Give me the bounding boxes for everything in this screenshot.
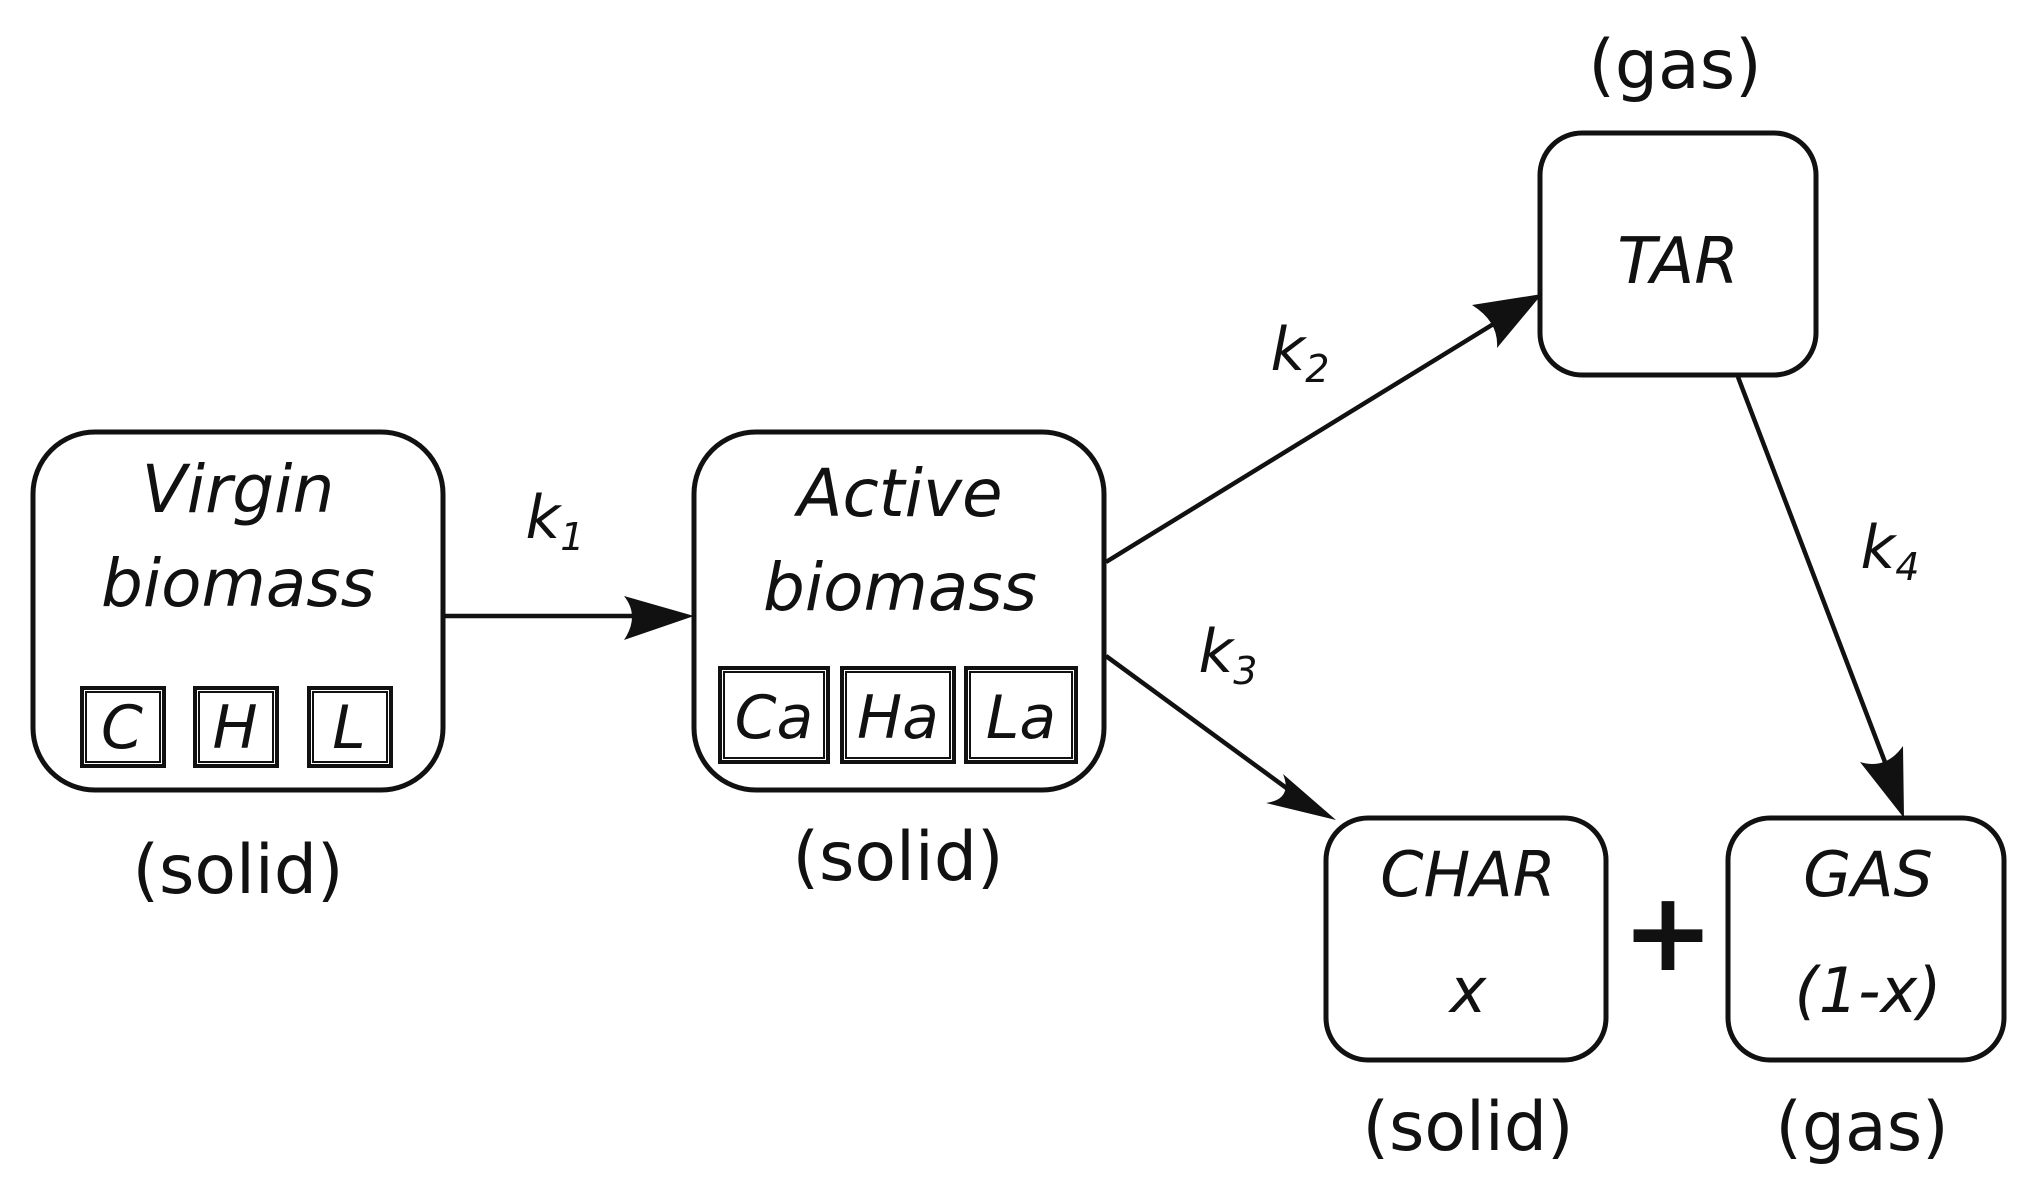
rate-k4-label: k4 [1861, 513, 1920, 589]
component-ca: Ca [735, 683, 814, 753]
arrow-k3: k3 [1104, 617, 1336, 820]
rate-k1-sub: 1 [560, 515, 584, 559]
tar-node: (gas) TAR [1537, 26, 1819, 378]
arrow-k2: k2 [1104, 294, 1542, 564]
component-l: L [332, 693, 365, 763]
active-components: Ca Ha La [718, 666, 1078, 764]
plus-sign: + [1622, 868, 1714, 996]
component-h: H [212, 693, 257, 763]
component-la: La [986, 683, 1056, 753]
tar-phase-label: (gas) [1588, 26, 1761, 105]
char-line2: x [1448, 954, 1488, 1027]
virgin-components: C H L [80, 686, 393, 768]
component-la-box [964, 666, 1078, 764]
component-ha-box [840, 666, 956, 764]
arrow-k1: k1 [443, 483, 694, 640]
active-biomass-line1: Active [793, 455, 1002, 532]
virgin-biomass-line2: biomass [101, 545, 375, 622]
virgin-biomass-line1: Virgin [142, 451, 335, 528]
char-node: CHAR x (solid) [1323, 815, 1609, 1167]
rate-k2-sub: 2 [1305, 347, 1329, 391]
component-l-box [307, 686, 393, 768]
rate-k3-k: k [1199, 617, 1236, 687]
rate-k2-label: k2 [1271, 315, 1330, 391]
tar-box [1537, 130, 1819, 378]
char-phase-label: (solid) [1362, 1088, 1573, 1167]
rate-k3-label: k3 [1199, 617, 1258, 693]
component-ca-box [718, 666, 830, 764]
active-biomass-node: Active biomass Ca Ha La (solid) [691, 429, 1107, 897]
gas-phase-label: (gas) [1775, 1088, 1948, 1167]
active-phase-label: (solid) [792, 818, 1003, 897]
char-line1: CHAR [1380, 838, 1555, 911]
virgin-phase-label: (solid) [132, 831, 343, 910]
gas-box [1725, 815, 2007, 1063]
rate-k1-k: k [526, 483, 563, 553]
component-c: C [101, 693, 143, 763]
gas-node: GAS (1-x) (gas) [1725, 815, 2007, 1167]
gas-line2: (1-x) [1795, 954, 1942, 1027]
tar-label: TAR [1617, 225, 1738, 299]
char-box [1323, 815, 1609, 1063]
rate-k3-sub: 3 [1233, 649, 1257, 693]
rate-k4-sub: 4 [1895, 545, 1919, 589]
rate-k1-label: k1 [526, 483, 585, 559]
virgin-biomass-node: Virgin biomass C H L (solid) [30, 429, 446, 910]
rate-k4-k: k [1861, 513, 1898, 583]
component-c-box [80, 686, 166, 768]
arrow-k4: k4 [1735, 376, 1920, 818]
gas-line1: GAS [1803, 838, 1933, 911]
active-biomass-line2: biomass [763, 549, 1037, 626]
rate-k2-k: k [1271, 315, 1308, 385]
component-ha: Ha [857, 683, 939, 753]
component-h-box [193, 686, 279, 768]
